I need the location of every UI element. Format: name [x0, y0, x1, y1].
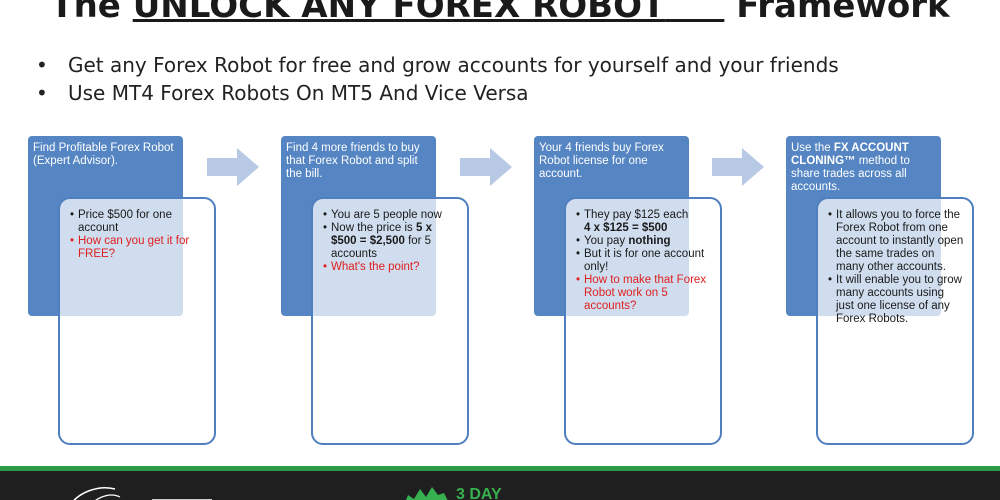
- step-1: Find Profitable Forex Robot (Expert Advi…: [28, 136, 228, 446]
- three-day-logo: 3 DAY: [402, 486, 522, 500]
- step-3: Your 4 friends buy Forex Robot license f…: [534, 136, 734, 446]
- step-2: Find 4 more friends to buy that Forex Ro…: [281, 136, 481, 446]
- step-3-point-bold: 4 x $125 = $500: [584, 222, 668, 234]
- step-4: Use the FX ACCOUNT CLONING™ method to sh…: [786, 136, 986, 446]
- step-2-point-after: for 5 accounts: [331, 235, 432, 260]
- step-3-point-highlight: How to make that Forex Robot work on 5 a…: [576, 274, 712, 313]
- step-4-header-after: method to share trades across all accoun…: [791, 155, 910, 193]
- three-day-text: 3 DAY: [456, 486, 502, 500]
- step-4-card: It allows you to force the Forex Robot f…: [816, 197, 974, 445]
- title-suffix: Framework: [724, 0, 950, 26]
- page-title: The UNLOCK ANY FOREX ROBOT Framework: [0, 0, 1000, 26]
- title-highlight: UNLOCK ANY FOREX ROBOT: [133, 0, 725, 26]
- step-2-point: Now the price is 5 x $500 = $2,500 for 5…: [323, 222, 459, 261]
- step-2-card: You are 5 people now Now the price is 5 …: [311, 197, 469, 445]
- step-1-card: Price $500 for one account How can you g…: [58, 197, 216, 445]
- title-highlight-text: UNLOCK ANY FOREX ROBOT: [132, 0, 666, 26]
- step-1-point: Price $500 for one account: [70, 209, 206, 235]
- title-prefix: The: [50, 0, 133, 26]
- step-4-point: It allows you to force the Forex Robot f…: [828, 209, 964, 274]
- intro-bullet: Use MT4 Forex Robots On MT5 And Vice Ver…: [36, 79, 839, 107]
- step-3-point: You pay nothing: [576, 235, 712, 248]
- intro-bullets: Get any Forex Robot for free and grow ac…: [36, 51, 839, 107]
- step-2-point-bold: 5 x $500 = $2,500: [331, 222, 433, 247]
- title-blank: [665, 0, 724, 26]
- step-3-point: But it is for one account only!: [576, 248, 712, 274]
- step-4-header-text: Use the: [791, 142, 834, 154]
- step-4-header-bold: FX ACCOUNT CLONING™: [791, 142, 909, 167]
- step-4-point: It will enable you to grow many accounts…: [828, 274, 964, 326]
- step-3-point-bold: nothing: [628, 235, 671, 247]
- bull-icon: [406, 487, 448, 500]
- right-arrow-icon: [207, 148, 259, 186]
- right-arrow-icon: [712, 148, 764, 186]
- intro-bullet: Get any Forex Robot for free and grow ac…: [36, 51, 839, 79]
- right-arrow-icon: [460, 148, 512, 186]
- brand-logo-icon: [73, 487, 212, 500]
- footer-bar: 3 DAY: [0, 466, 1000, 500]
- step-1-point-highlight: How can you get it for FREE?: [70, 235, 206, 261]
- step-2-point: You are 5 people now: [323, 209, 459, 222]
- step-3-point-text: You pay: [584, 235, 629, 247]
- step-2-point-highlight: What's the point?: [323, 261, 459, 274]
- step-2-point-text: Now the price is: [331, 222, 417, 234]
- step-3-point-text: They pay $125 each: [584, 209, 689, 221]
